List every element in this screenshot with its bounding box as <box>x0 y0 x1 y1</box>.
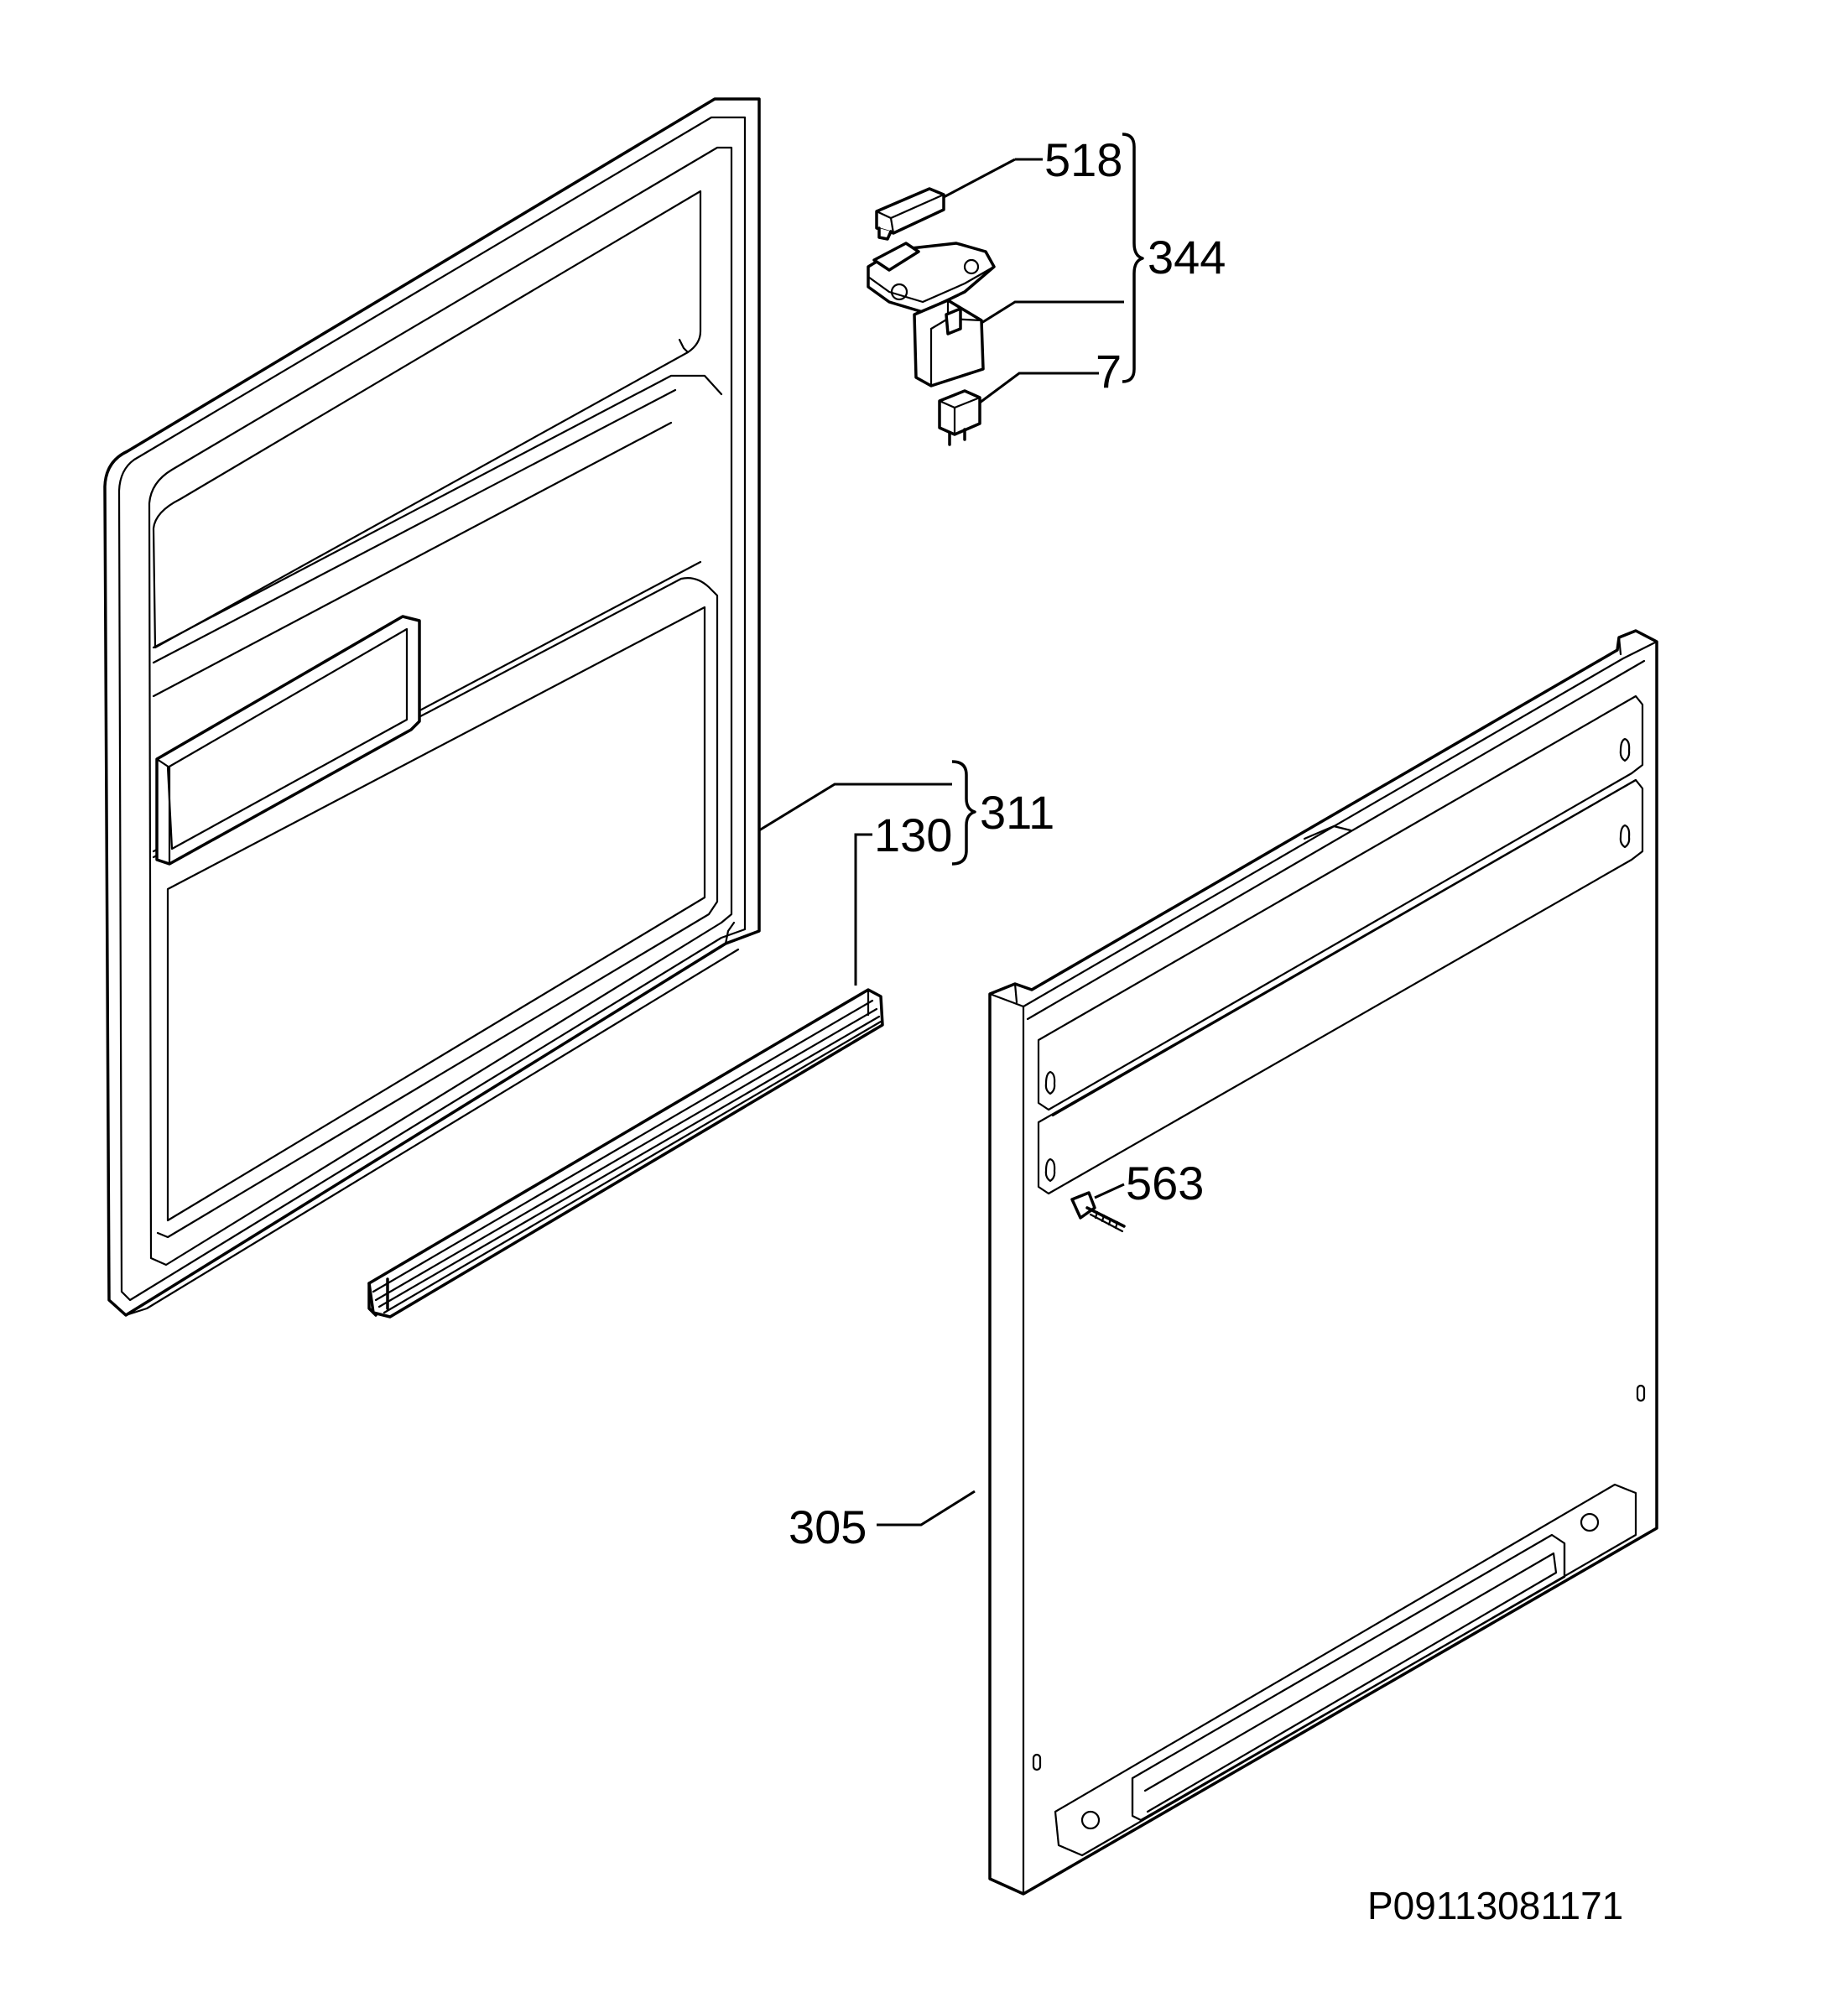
screw <box>1070 1191 1126 1233</box>
door-gasket-strip <box>367 988 884 1319</box>
part-label-311: 311 <box>980 786 1054 839</box>
drawing-code: P09113081171 <box>1367 1884 1623 1927</box>
part-label-7: 7 <box>1096 345 1122 398</box>
part-label-518: 518 <box>1044 133 1122 186</box>
leader-lines <box>758 158 1125 1527</box>
part-label-305: 305 <box>789 1501 867 1553</box>
part-label-344: 344 <box>1148 231 1226 283</box>
part-label-130: 130 <box>874 809 952 861</box>
keyhole-slot <box>1044 737 1631 1183</box>
brace-344 <box>1122 133 1144 383</box>
inner-door-panel <box>103 97 761 1317</box>
door-lock-assembly <box>867 187 996 446</box>
part-label-563: 563 <box>1126 1157 1204 1209</box>
outer-door-panel <box>988 629 1658 1896</box>
brace-311 <box>951 760 976 866</box>
